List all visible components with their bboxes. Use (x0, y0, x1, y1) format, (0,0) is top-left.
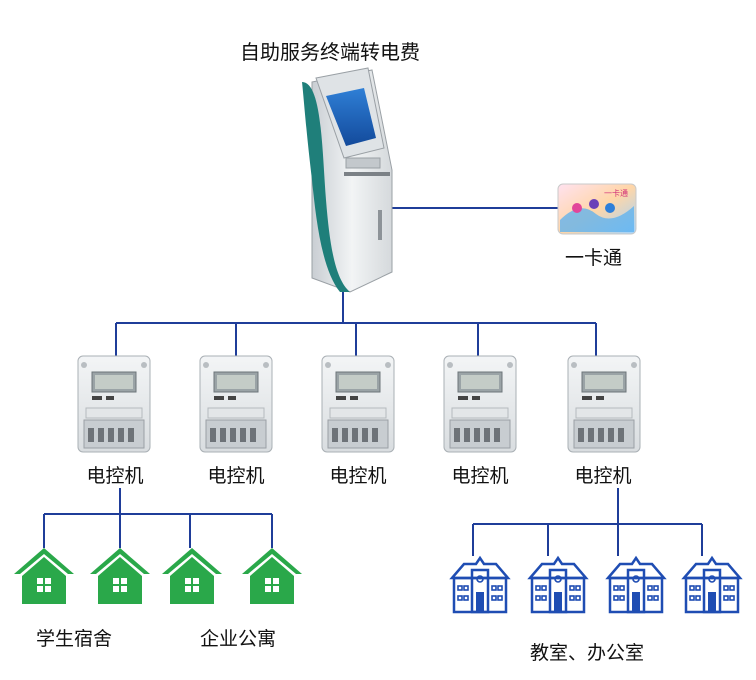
meter-label: 电控机 (86, 465, 144, 487)
electric-meter-icon (77, 355, 151, 453)
meter-label: 电控机 (207, 465, 265, 487)
meter-label: 电控机 (574, 465, 632, 487)
electric-meter-icon (567, 355, 641, 453)
house-icon (162, 548, 222, 604)
meter-label: 电控机 (451, 465, 509, 487)
meter-label: 电控机 (329, 465, 387, 487)
electric-meter-icon (199, 355, 273, 453)
building-icon (682, 556, 742, 614)
house-icon (90, 548, 150, 604)
electric-meter-icon (443, 355, 517, 453)
apartment-label: 企业公寓 (200, 628, 277, 650)
dormitory-label: 学生宿舍 (36, 628, 113, 650)
connector-lines (43, 207, 703, 556)
house-icon (14, 548, 74, 604)
card-text: 一卡通 (604, 188, 628, 198)
building-icon (450, 556, 510, 614)
diagram-title: 自助服务终端转电费 (240, 40, 420, 64)
card-label: 一卡通 (565, 247, 623, 269)
kiosk-terminal-icon (302, 67, 393, 293)
building-icon (528, 556, 588, 614)
house-icon (242, 548, 302, 604)
classroom-office-label: 教室、办公室 (530, 642, 645, 664)
building-icon (606, 556, 666, 614)
campus-card-icon: 一卡通 (557, 183, 637, 235)
electric-meter-icon (321, 355, 395, 453)
